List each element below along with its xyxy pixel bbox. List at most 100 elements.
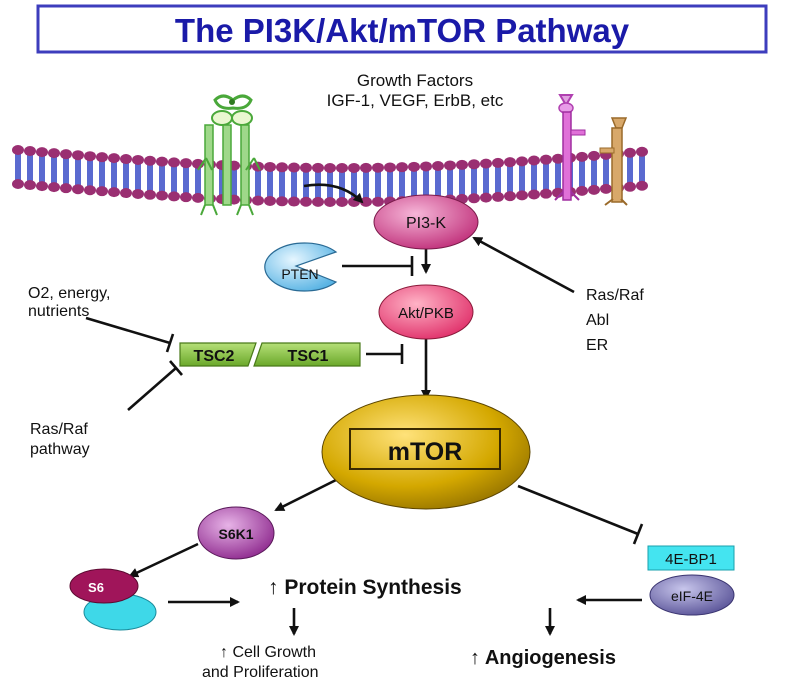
membrane-head — [156, 190, 168, 201]
membrane-head — [456, 159, 468, 170]
arrow-s6k1-to-s6 — [128, 542, 199, 578]
membrane-head — [300, 196, 312, 207]
proliferation-label: and Proliferation — [202, 664, 319, 681]
angiogenesis-label: ↑ Angiogenesis — [470, 647, 616, 669]
membrane-head — [276, 162, 288, 173]
membrane-head — [528, 189, 540, 200]
inhibit-o2-tsc — [85, 316, 171, 345]
membrane-head — [312, 162, 324, 173]
membrane-head — [156, 156, 168, 167]
eif4e-node: eIF-4E — [649, 574, 735, 616]
membrane-head — [12, 179, 24, 189]
arrow-mtor-to-s6k1 — [274, 478, 337, 512]
membrane-head — [168, 191, 180, 202]
membrane-head — [72, 150, 84, 161]
membrane-head — [324, 162, 336, 173]
membrane-head — [12, 145, 24, 155]
membrane-head — [324, 196, 336, 207]
membrane-head — [84, 151, 96, 162]
membrane-head — [48, 148, 60, 159]
membrane-head — [636, 146, 648, 157]
membrane-head — [300, 162, 312, 173]
membrane-head — [36, 147, 48, 158]
inhibit-rasraf-tsc — [127, 367, 177, 411]
akt-node: Akt/PKB — [378, 284, 474, 340]
s6k1-node: S6K1 — [197, 506, 275, 560]
s6-label: S6 — [88, 580, 104, 595]
membrane-head — [60, 149, 72, 160]
cell-growth-label: ↑ Cell Growth — [220, 644, 316, 661]
membrane-head — [288, 162, 300, 173]
membrane-head — [252, 195, 264, 206]
tsc1-label: TSC1 — [288, 348, 329, 365]
mtor-node: mTOR — [321, 394, 531, 510]
nutrients-label: nutrients — [28, 303, 89, 320]
page-title: The PI3K/Akt/mTOR Pathway — [175, 12, 630, 49]
membrane-head — [588, 150, 600, 161]
membrane-head — [408, 161, 420, 172]
membrane-head — [504, 191, 516, 202]
membrane-head — [84, 185, 96, 196]
4ebp1-node: 4E-BP1 — [647, 545, 735, 571]
pten-node: PTEN — [264, 242, 338, 292]
membrane-head — [420, 161, 432, 172]
membrane-head — [96, 152, 108, 163]
membrane-head — [180, 192, 192, 203]
akt-label: Akt/PKB — [398, 305, 454, 322]
membrane-head — [396, 162, 408, 173]
abl-label: Abl — [586, 312, 609, 329]
membrane-head — [24, 180, 36, 191]
membrane-head — [540, 154, 552, 165]
pten-label: PTEN — [281, 266, 318, 282]
membrane-head — [468, 159, 480, 170]
membrane-head — [624, 181, 636, 192]
membrane-head — [264, 195, 276, 206]
membrane-head — [60, 183, 72, 194]
membrane-head — [120, 154, 132, 165]
membrane-head — [108, 153, 120, 164]
membrane-head — [24, 146, 36, 157]
membrane-head — [480, 192, 492, 203]
membrane-head — [336, 162, 348, 173]
growth-factors-examples: IGF-1, VEGF, ErbB, etc — [327, 91, 504, 110]
arrow-receptor-to-pi3k — [303, 183, 364, 204]
membrane-head — [576, 151, 588, 162]
rasraf-label: Ras/Raf — [586, 287, 644, 304]
title-box — [36, 4, 768, 54]
membrane-head — [48, 182, 60, 193]
arrow-right-inputs-to-pi3k — [472, 236, 575, 294]
tsc2-label: TSC2 — [194, 348, 235, 365]
membrane-head — [168, 157, 180, 168]
membrane-head — [132, 154, 144, 165]
s6-node: S6 — [69, 568, 157, 631]
membrane-head — [588, 184, 600, 195]
membrane-head — [108, 187, 120, 198]
receptor-right-icon — [554, 94, 628, 206]
membrane-head — [360, 162, 372, 173]
membrane-head — [36, 181, 48, 192]
membrane-head — [192, 192, 204, 203]
4ebp1-label: 4E-BP1 — [665, 551, 717, 568]
cell-membrane — [12, 145, 648, 207]
membrane-head — [180, 158, 192, 169]
protein-synthesis-label: ↑ Protein Synthesis — [268, 576, 462, 599]
mtor-label: mTOR — [388, 438, 463, 466]
membrane-head — [516, 190, 528, 201]
connections — [85, 183, 644, 636]
eif4e-label: eIF-4E — [671, 588, 713, 604]
membrane-head — [72, 184, 84, 195]
membrane-head — [264, 161, 276, 172]
membrane-head — [348, 162, 360, 173]
membrane-head — [516, 156, 528, 167]
membrane-head — [492, 191, 504, 202]
membrane-head — [312, 196, 324, 207]
membrane-head — [288, 196, 300, 207]
membrane-head — [480, 158, 492, 169]
pi3k-label: PI3-K — [406, 215, 446, 232]
membrane-head — [636, 180, 648, 191]
membrane-head — [540, 188, 552, 199]
o2-energy-label: O2, energy, — [28, 285, 110, 302]
membrane-head — [504, 157, 516, 168]
membrane-head — [384, 162, 396, 173]
membrane-head — [528, 155, 540, 166]
